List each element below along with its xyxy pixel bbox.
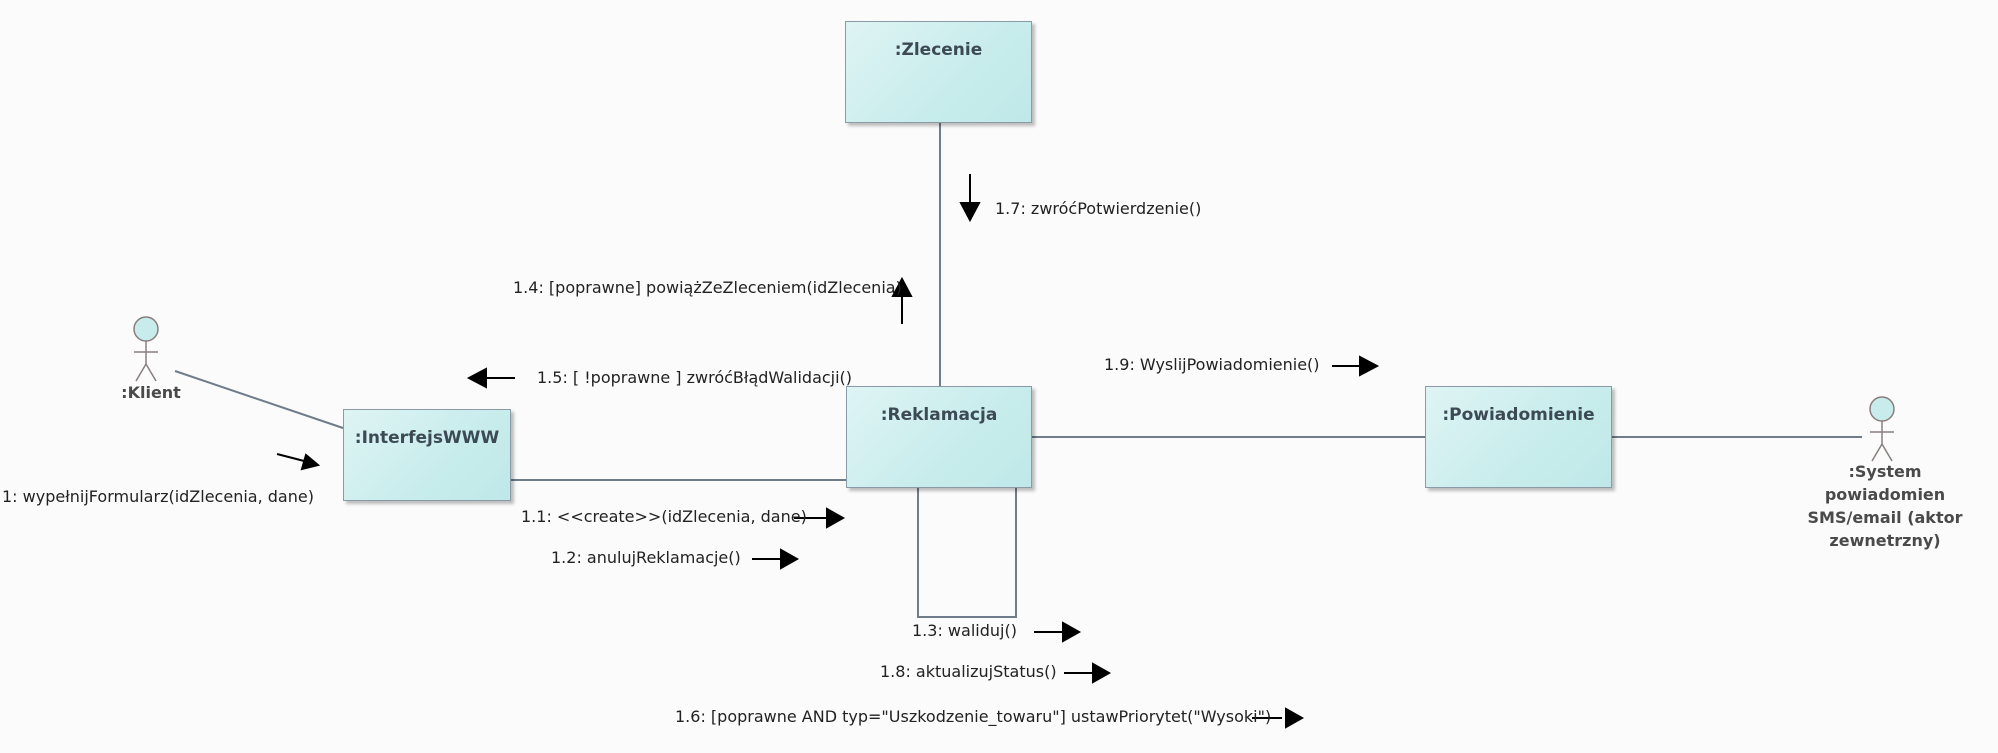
actor-system-line-4: zewnetrzny) [1829,531,1941,550]
actor-system-line-3: SMS/email (aktor [1807,508,1963,527]
actor-klient-label: :Klient [121,383,181,402]
arrow-m1-4 [891,276,913,324]
message-1-1: 1.1: <<create>>(idZlecenia, dane) [521,507,807,526]
arrow-m1-7 [959,174,981,223]
object-zlecenie[interactable]: :Zlecenie [845,21,1032,123]
message-1-9: 1.9: WyslijPowiadomienie() [1104,355,1320,374]
object-zlecenie-label: :Zlecenie [894,40,983,60]
message-1-2: 1.2: anulujReklamacje() [551,548,741,567]
arrow-m1-8 [1064,662,1112,684]
arrow-m1-3 [1034,621,1082,643]
link-klient-interfejs [174,370,344,429]
message-1-3: 1.3: waliduj() [912,621,1017,640]
object-reklamacja[interactable]: :Reklamacja [846,386,1032,488]
object-interfejs-www[interactable]: :InterfejsWWW [343,409,511,501]
object-interfejs-www-label: :InterfejsWWW [354,428,500,448]
actor-klient-icon [133,316,159,382]
object-reklamacja-label: :Reklamacja [880,405,998,425]
message-1-5: 1.5: [ !poprawne ] zwróćBłądWalidacji() [537,368,853,387]
object-powiadomienie[interactable]: :Powiadomienie [1425,386,1612,488]
arrow-m1-2 [752,548,800,570]
arrow-m1-1 [794,507,846,529]
actor-system-line-2: powiadomien [1824,485,1946,504]
message-1: 1: wypełnijFormularz(idZlecenia, dane) [2,487,314,506]
actor-system-label: :System powiadomien SMS/email (aktor zew… [1800,460,1970,552]
actor-system-icon [1869,396,1895,462]
actor-system-line-1: :System [1848,462,1922,481]
arrow-m1-5 [466,367,515,389]
self-link-reklamacja [917,488,1017,618]
message-1-6: 1.6: [poprawne AND typ="Uszkodzenie_towa… [675,707,1272,726]
message-1-8: 1.8: aktualizujStatus() [880,662,1057,681]
message-1-4: 1.4: [poprawne] powiążZeZleceniem(idZlec… [513,278,902,297]
arrow-m1-9 [1332,355,1380,377]
arrow-m1-6 [1252,707,1305,729]
arrow-m1 [276,453,321,471]
message-1-7: 1.7: zwróćPotwierdzenie() [995,199,1202,218]
object-powiadomienie-label: :Powiadomienie [1442,405,1595,425]
